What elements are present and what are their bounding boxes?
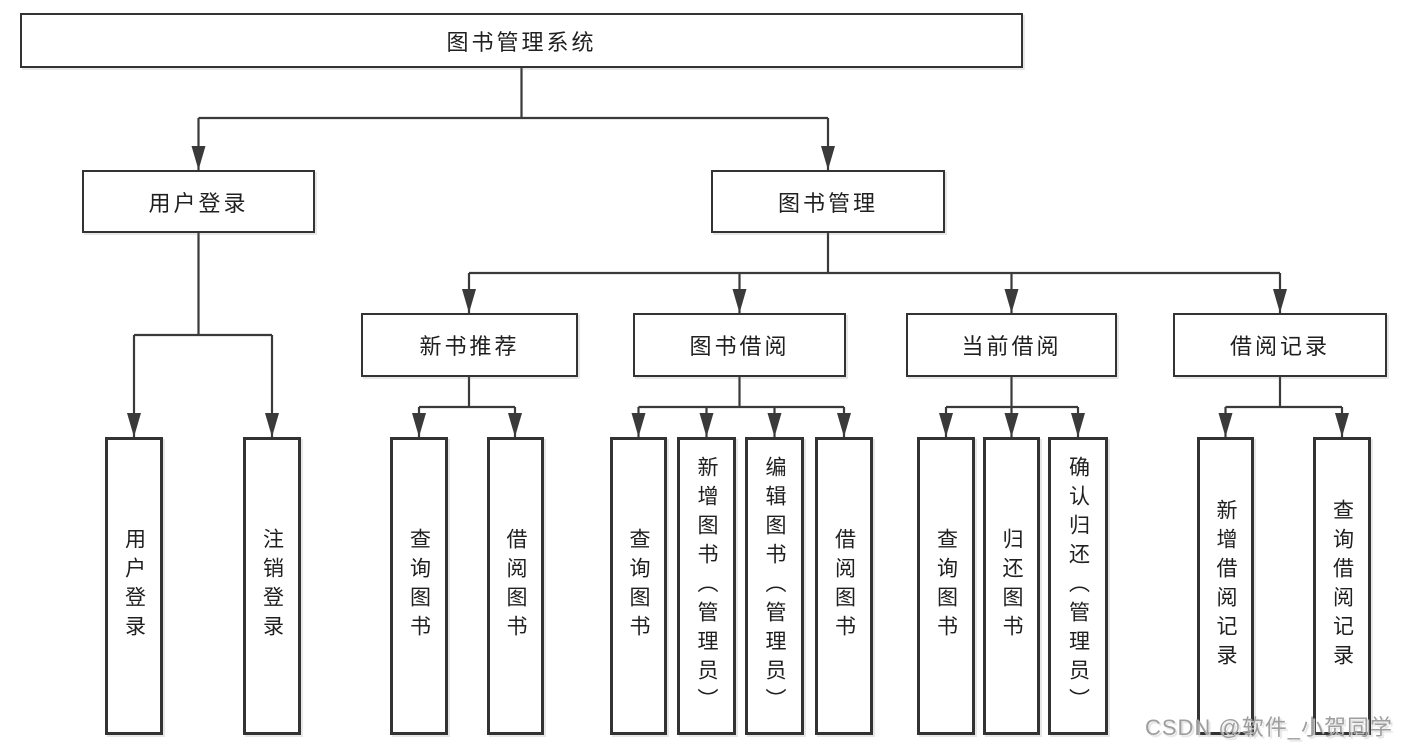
leaf-edit-book-admin-label: 编辑图书（管理员） (763, 455, 787, 717)
leaf-query-borrow-record-label: 查询借阅记录 (1330, 499, 1354, 673)
leaf-borrow-books-recommend-label: 借阅图书 (504, 528, 528, 644)
csdn-watermark: CSDN @软件_小贺同学 (1144, 715, 1393, 740)
node-current-borrow: 当前借阅 (906, 313, 1117, 377)
leaf-logout: 注销登录 (243, 437, 301, 735)
leaf-query-books-recommend: 查询图书 (390, 437, 448, 735)
node-root-label: 图书管理系统 (446, 29, 597, 55)
node-borrow-records-label: 借阅记录 (1229, 334, 1330, 359)
node-new-book-recommend-label: 新书推荐 (419, 334, 520, 359)
leaf-query-books-current: 查询图书 (917, 437, 975, 735)
leaf-query-books-recommend-label: 查询图书 (407, 528, 431, 644)
node-book-borrow: 图书借阅 (633, 313, 846, 377)
leaf-user-login: 用户登录 (105, 437, 163, 735)
node-root: 图书管理系统 (20, 13, 1023, 68)
leaf-add-borrow-record-label: 新增借阅记录 (1214, 499, 1238, 673)
node-borrow-records: 借阅记录 (1173, 313, 1387, 377)
leaf-borrow-books-2-label: 借阅图书 (832, 528, 856, 644)
arrowheads (127, 146, 1349, 437)
leaf-add-book-admin-label: 新增图书（管理员） (695, 455, 719, 717)
leaf-confirm-return-admin: 确认归还（管理员） (1048, 437, 1108, 735)
node-current-borrow-label: 当前借阅 (961, 334, 1062, 359)
leaf-query-borrow-record: 查询借阅记录 (1313, 437, 1371, 735)
leaf-borrow-books-2: 借阅图书 (815, 437, 873, 735)
leaf-borrow-books-recommend: 借阅图书 (487, 437, 544, 735)
node-book-borrow-label: 图书借阅 (689, 334, 790, 359)
leaf-query-books-current-label: 查询图书 (934, 528, 958, 644)
leaf-add-book-admin: 新增图书（管理员） (677, 437, 736, 735)
leaf-return-book: 归还图书 (983, 437, 1040, 735)
node-user-login: 用户登录 (82, 170, 315, 233)
leaf-add-borrow-record: 新增借阅记录 (1197, 437, 1254, 735)
node-new-book-recommend: 新书推荐 (361, 313, 578, 377)
leaf-edit-book-admin: 编辑图书（管理员） (745, 437, 804, 735)
leaf-return-book-label: 归还图书 (1000, 528, 1024, 644)
leaf-query-books-borrow: 查询图书 (610, 437, 667, 735)
leaf-logout-label: 注销登录 (260, 528, 284, 644)
leaf-query-books-borrow-label: 查询图书 (627, 528, 651, 644)
leaf-confirm-return-admin-label: 确认归还（管理员） (1066, 455, 1090, 717)
leaf-user-login-label: 用户登录 (122, 528, 146, 644)
node-user-login-label: 用户登录 (148, 190, 249, 216)
node-book-management-label: 图书管理 (777, 190, 878, 216)
node-book-management: 图书管理 (711, 170, 945, 233)
